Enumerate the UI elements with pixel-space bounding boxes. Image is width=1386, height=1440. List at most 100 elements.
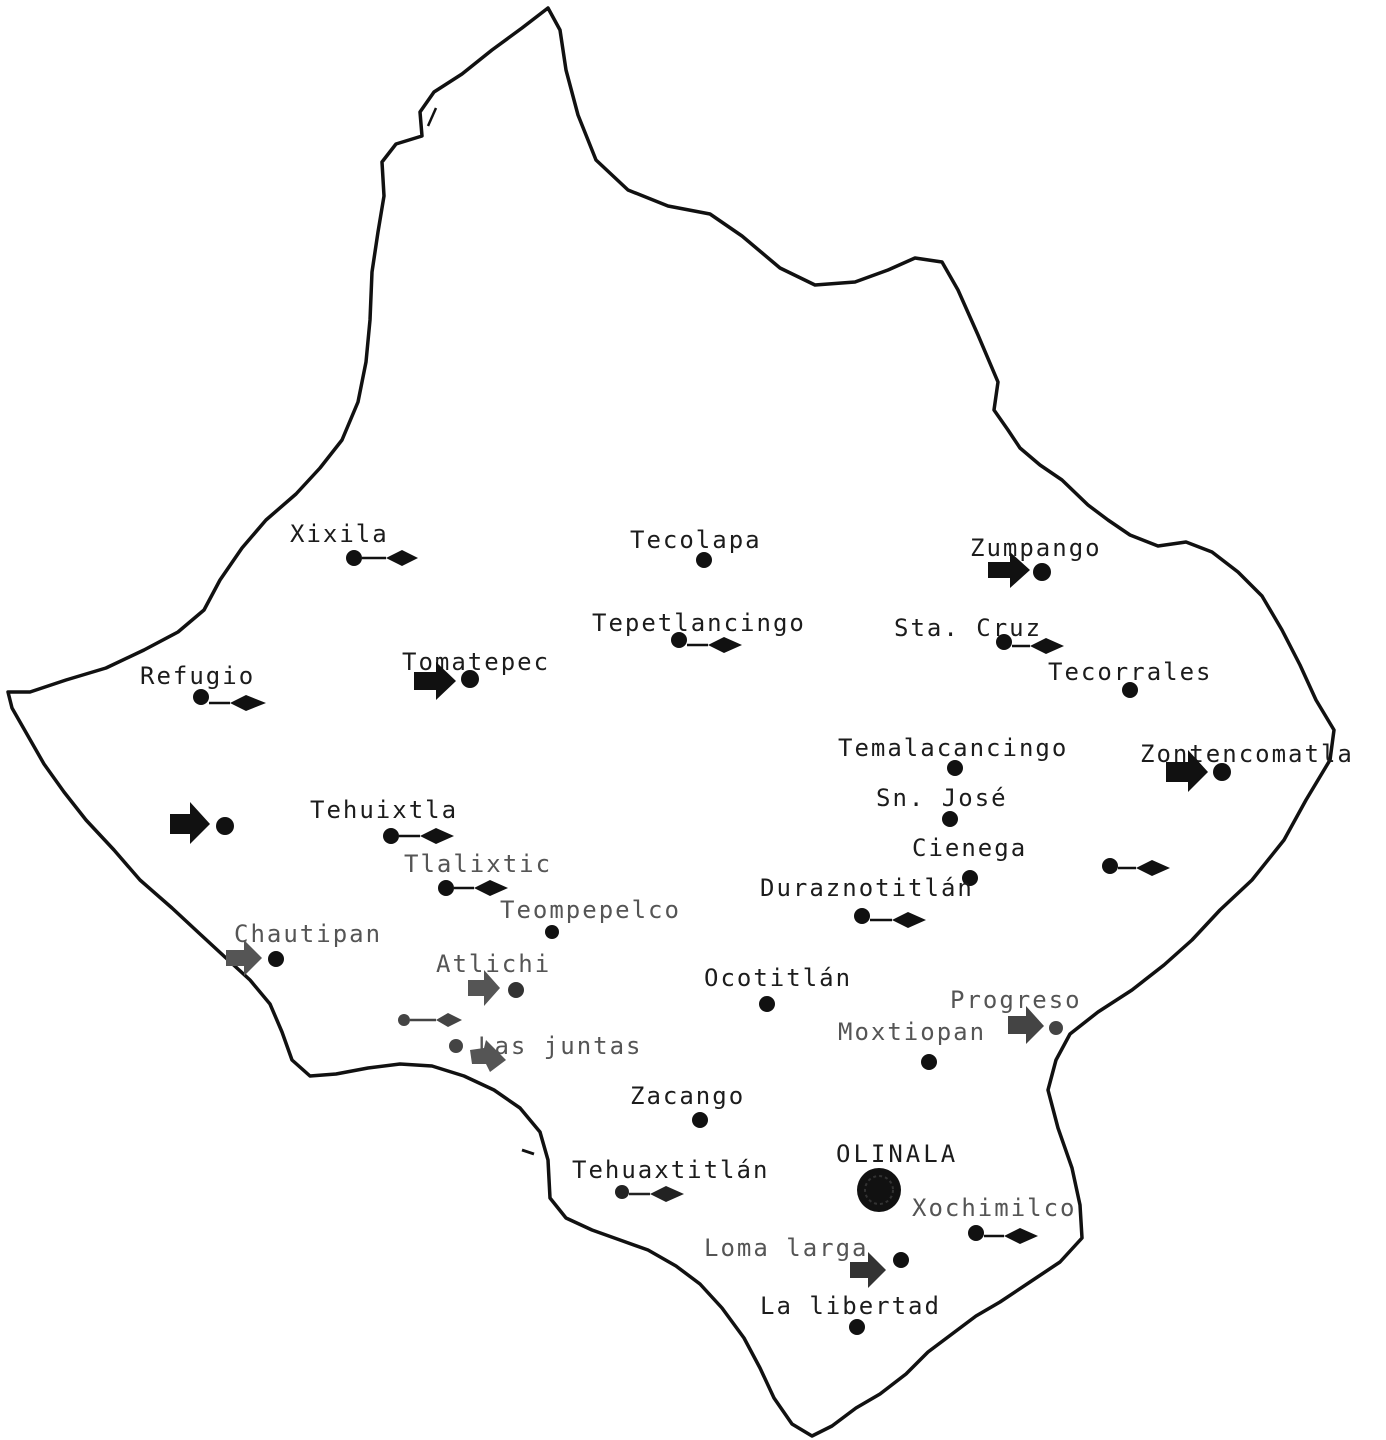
village-dot-icon (849, 1319, 865, 1335)
place-xochimilco[interactable]: Xochimilco (912, 1194, 1077, 1244)
village-dot-icon (1049, 1021, 1063, 1035)
place-chautipan[interactable]: Chautipan (226, 920, 382, 976)
place-label-tecorrales: Tecorrales (1048, 658, 1213, 686)
boundary-stray-mark (521, 1148, 535, 1156)
place-zumpango[interactable]: Zumpango (970, 534, 1102, 588)
place-tehuaxtitlan[interactable]: Tehuaxtitlán (572, 1156, 769, 1202)
place-label-chautipan: Chautipan (234, 920, 382, 948)
place-las-juntas[interactable]: Las juntas (398, 1013, 643, 1072)
place-tecolapa[interactable]: Tecolapa (630, 526, 762, 568)
arrow-marker-icon (414, 662, 456, 700)
village-dot-icon (692, 1112, 708, 1128)
place-label-atlichi: Atlichi (436, 950, 551, 978)
place-olinala[interactable]: OLINALA (836, 1140, 958, 1212)
place-tomatepec[interactable]: Tomatepec (402, 648, 550, 700)
village-dot-icon (216, 817, 234, 835)
place-label-loma-larga: Loma larga (704, 1234, 869, 1262)
diamond-marker-icon (1030, 638, 1064, 654)
place-tepetlancingo[interactable]: Tepetlancingo (592, 609, 806, 653)
place-label-sta-cruz: Sta. Cruz (894, 614, 1042, 642)
place-zontencomatla[interactable]: Zontencomatla (1140, 740, 1354, 792)
village-dot-icon (1122, 682, 1138, 698)
place-progreso[interactable]: Progreso (950, 986, 1082, 1044)
village-dot-icon (996, 634, 1012, 650)
village-dot-icon (854, 908, 870, 924)
village-dot-icon (398, 1014, 410, 1026)
village-dot-icon (1033, 563, 1051, 581)
arrow-marker-icon (226, 940, 262, 976)
diamond-marker-icon (1004, 1228, 1038, 1244)
village-dot-icon (545, 925, 559, 939)
village-dot-icon (968, 1225, 984, 1241)
village-dot-icon (383, 828, 399, 844)
village-dot-icon (696, 552, 712, 568)
arrow-marker-icon (1166, 750, 1208, 792)
arrow-marker-icon (170, 802, 210, 844)
arrow-marker-icon (470, 1040, 506, 1072)
place-label-tehuixtla: Tehuixtla (310, 796, 458, 824)
village-dot-icon (508, 982, 524, 998)
village-dot-icon (921, 1054, 937, 1070)
place-label-progreso: Progreso (950, 986, 1082, 1014)
place-label-la-libertad: La libertad (760, 1292, 941, 1320)
unlabeled-settlement-west[interactable] (170, 802, 234, 844)
arrow-marker-icon (988, 552, 1030, 588)
diamond-marker-icon (708, 637, 742, 653)
place-duraznotitlan[interactable]: Duraznotitlán (760, 874, 974, 928)
place-cienega[interactable]: Cienega (912, 834, 1027, 886)
place-refugio[interactable]: Refugio (140, 662, 266, 711)
village-dot-icon (438, 880, 454, 896)
place-zacango[interactable]: Zacango (630, 1082, 745, 1128)
place-tecorrales[interactable]: Tecorrales (1048, 658, 1213, 698)
place-label-las-juntas: Las juntas (478, 1032, 643, 1060)
place-label-temalacancingo: Temalacancingo (838, 734, 1068, 762)
municipality-boundary (6, 6, 1336, 1438)
place-label-duraznotitlan: Duraznotitlán (760, 874, 974, 902)
place-ocotitlan[interactable]: Ocotitlán (704, 964, 852, 1012)
unlabeled-settlement-east[interactable] (1102, 858, 1170, 876)
place-label-xixila: Xixila (290, 520, 389, 548)
place-temalacancingo[interactable]: Temalacancingo (838, 734, 1068, 776)
boundary-stray-tick (426, 107, 438, 127)
place-la-libertad[interactable]: La libertad (760, 1292, 941, 1335)
place-sta-cruz[interactable]: Sta. Cruz (894, 614, 1064, 654)
place-label-tecolapa: Tecolapa (630, 526, 762, 554)
village-dot-icon (193, 689, 209, 705)
arrow-marker-icon (850, 1252, 886, 1288)
village-dot-icon (615, 1185, 629, 1199)
village-dot-icon (942, 811, 958, 827)
diamond-marker-icon (436, 1013, 462, 1027)
place-sn-jose[interactable]: Sn. José (876, 784, 1008, 827)
arrow-marker-icon (468, 970, 500, 1006)
place-atlichi[interactable]: Atlichi (436, 950, 551, 1006)
place-label-xochimilco: Xochimilco (912, 1194, 1077, 1222)
village-dot-icon (461, 670, 479, 688)
village-dot-icon (346, 550, 362, 566)
place-moxtiopan[interactable]: Moxtiopan (838, 1018, 986, 1070)
place-label-refugio: Refugio (140, 662, 255, 690)
place-label-zumpango: Zumpango (970, 534, 1102, 562)
diamond-marker-icon (474, 880, 508, 896)
village-dot-icon (947, 760, 963, 776)
place-label-cienega: Cienega (912, 834, 1027, 862)
place-tehuixtla[interactable]: Tehuixtla (310, 796, 458, 844)
place-label-tlalixtic: Tlalixtic (404, 850, 552, 878)
place-label-tepetlancingo: Tepetlancingo (592, 609, 806, 637)
place-label-teompepelco: Teompepelco (500, 896, 681, 924)
place-label-sn-jose: Sn. José (876, 784, 1008, 812)
place-tlalixtic[interactable]: Tlalixtic (404, 850, 552, 896)
place-loma-larga[interactable]: Loma larga (704, 1234, 909, 1288)
village-dot-icon (671, 632, 687, 648)
place-label-tehuaxtitlan: Tehuaxtitlán (572, 1156, 769, 1184)
municipal-seat-icon (857, 1168, 901, 1212)
place-label-moxtiopan: Moxtiopan (838, 1018, 986, 1046)
place-teompepelco[interactable]: Teompepelco (500, 896, 681, 939)
diamond-marker-icon (650, 1186, 684, 1202)
place-label-zacango: Zacango (630, 1082, 745, 1110)
place-label-ocotitlan: Ocotitlán (704, 964, 852, 992)
place-xixila[interactable]: Xixila (290, 520, 418, 566)
village-dot-icon (1102, 858, 1118, 874)
diamond-marker-icon (386, 550, 418, 566)
